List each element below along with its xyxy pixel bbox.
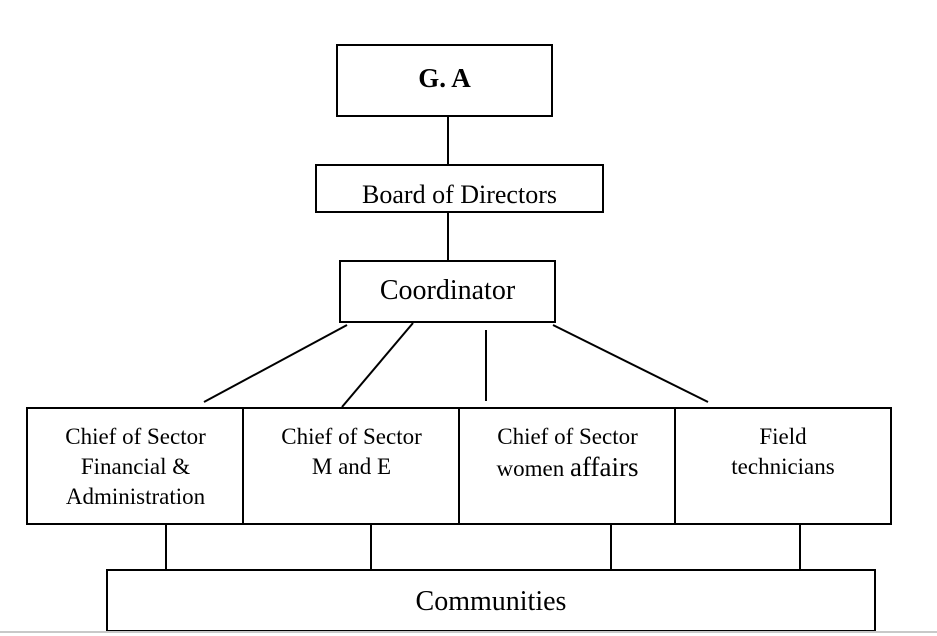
node-coordinator: Coordinator — [339, 260, 556, 323]
node-board-label: Board of Directors — [362, 180, 557, 209]
node-ga-label: G. A — [418, 63, 471, 93]
node-communities: Communities — [106, 569, 876, 632]
node-chief-finance-line-1: Chief of Sector — [65, 424, 206, 449]
node-chief-women-word-affairs: affairs — [570, 452, 639, 482]
node-chief-finance-line-3: Administration — [65, 484, 206, 509]
node-chief-me-line-2: M and E — [311, 454, 392, 479]
node-ga: G. A — [336, 44, 553, 117]
edge-coordinator-field — [552, 324, 709, 403]
node-chief-women-line-2: women affairs — [460, 452, 675, 484]
node-chief-financial-administration: Chief of Sector Financial & Administrati… — [26, 407, 245, 525]
node-field-line-1: Field — [759, 424, 807, 449]
node-board-of-directors: Board of Directors — [315, 164, 604, 213]
node-communities-label: Communities — [415, 586, 567, 617]
node-chief-women-affairs: Chief of Sector women affairs — [458, 407, 677, 525]
node-chief-women-word-women: women — [496, 456, 565, 481]
node-chief-m-and-e: Chief of Sector M and E — [242, 407, 461, 525]
node-field-line-2: technicians — [731, 454, 835, 479]
node-field-technicians: Field technicians — [674, 407, 892, 525]
node-coordinator-label: Coordinator — [379, 275, 516, 306]
page-bottom-rule — [0, 631, 937, 633]
node-chief-women-line-1: Chief of Sector — [497, 424, 638, 449]
node-chief-finance-line-2: Financial & — [80, 454, 191, 479]
node-chief-me-line-1: Chief of Sector — [281, 424, 422, 449]
edge-coordinator-me — [341, 322, 414, 408]
edge-coordinator-finance — [203, 324, 348, 403]
